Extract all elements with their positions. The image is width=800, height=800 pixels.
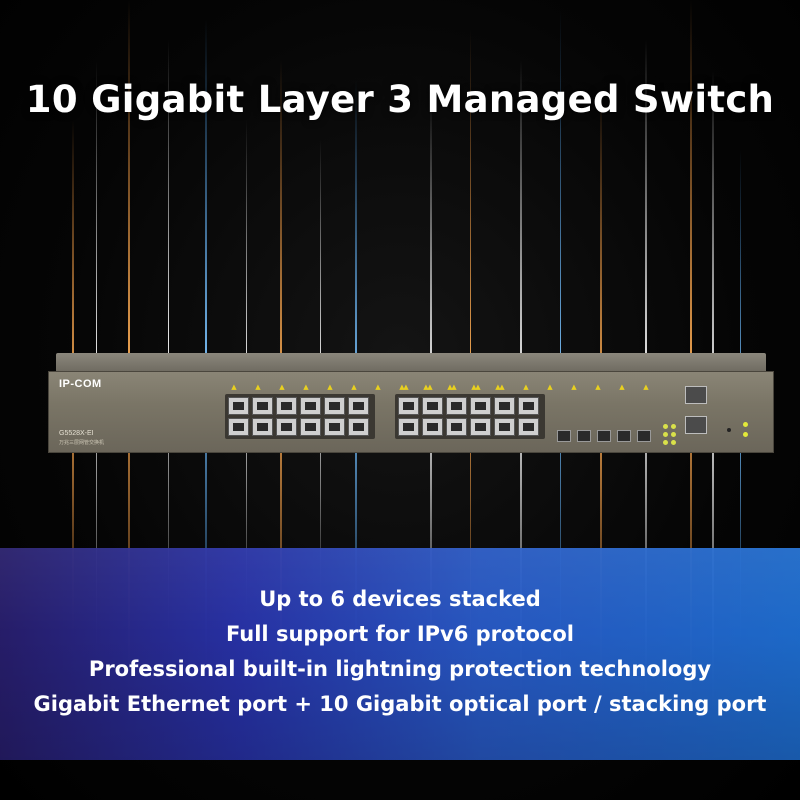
port-led-row-right: ▲▲▲▲▲▲▲▲▲▲▲	[401, 383, 665, 391]
rj45-port-group-left	[225, 394, 375, 439]
led-icon: ▲	[255, 383, 261, 391]
sfp-led-group	[663, 424, 683, 445]
led-icon: ▲	[471, 383, 477, 391]
led-icon: ▲	[423, 383, 429, 391]
led-icon: ▲	[447, 383, 453, 391]
led-icon	[663, 424, 668, 429]
model-sublabel: 万兆三层网管交换机	[59, 440, 105, 446]
sfp-port	[637, 430, 651, 442]
led-icon: ▲	[403, 383, 409, 391]
rj45-port	[398, 418, 419, 436]
led-icon: ▲	[351, 383, 357, 391]
led-icon: ▲	[619, 383, 625, 391]
rj45-port	[494, 397, 515, 415]
rj45-port	[470, 397, 491, 415]
led-icon: ▲	[327, 383, 333, 391]
feature-item: Full support for IPv6 protocol	[225, 622, 574, 646]
port-led-row-left: ▲▲▲▲▲▲▲▲▲▲▲▲	[229, 383, 517, 391]
led-icon: ▲	[643, 383, 649, 391]
rj45-port	[228, 397, 249, 415]
led-icon	[671, 424, 676, 429]
led-icon: ▲	[547, 383, 553, 391]
reset-button	[727, 428, 731, 432]
rj45-port	[276, 418, 297, 436]
rj45-port	[276, 397, 297, 415]
rj45-port	[300, 397, 321, 415]
rj45-port	[252, 418, 273, 436]
console-port	[685, 416, 707, 434]
led-icon: ▲	[427, 383, 433, 391]
led-icon	[663, 440, 668, 445]
led-icon: ▲	[375, 383, 381, 391]
rj45-port	[446, 397, 467, 415]
led-icon: ▲	[571, 383, 577, 391]
led-icon: ▲	[279, 383, 285, 391]
page-title: 10 Gigabit Layer 3 Managed Switch	[25, 78, 775, 121]
led-icon: ▲	[499, 383, 505, 391]
feature-item: Professional built-in lightning protecti…	[88, 657, 712, 681]
led-icon: ▲	[523, 383, 529, 391]
led-icon	[663, 432, 668, 437]
rj45-port	[518, 397, 539, 415]
rj45-port	[422, 418, 443, 436]
led-icon: ▲	[475, 383, 481, 391]
sfp-port	[597, 430, 611, 442]
feature-panel	[0, 548, 800, 760]
rj45-port	[446, 418, 467, 436]
sfp-port-group	[557, 430, 651, 442]
rj45-port	[300, 418, 321, 436]
switch-front-panel: IP-COM G5528X-EI 万兆三层网管交换机 ▲▲▲▲▲▲▲▲▲▲▲▲ …	[48, 371, 774, 453]
led-icon: ▲	[451, 383, 457, 391]
sfp-port	[577, 430, 591, 442]
led-icon: ▲	[595, 383, 601, 391]
rj45-port	[470, 418, 491, 436]
led-icon: ▲	[399, 383, 405, 391]
rj45-port	[422, 397, 443, 415]
feature-item: Up to 6 devices stacked	[259, 587, 541, 611]
power-led-icon	[743, 432, 748, 437]
mgmt-port	[685, 386, 707, 404]
rj45-port	[228, 418, 249, 436]
sfp-port	[557, 430, 571, 442]
led-icon: ▲	[495, 383, 501, 391]
rj45-port	[494, 418, 515, 436]
led-icon	[671, 440, 676, 445]
rj45-port	[348, 397, 369, 415]
rj45-port	[398, 397, 419, 415]
rj45-port	[324, 397, 345, 415]
brand-logo: IP-COM	[59, 378, 102, 390]
model-label: G5528X-EI	[59, 430, 94, 437]
feature-item: Gigabit Ethernet port + 10 Gigabit optic…	[33, 692, 767, 716]
rj45-port-group-right	[395, 394, 545, 439]
switch-chassis-top	[56, 353, 766, 373]
rj45-port	[518, 418, 539, 436]
network-switch-device: IP-COM G5528X-EI 万兆三层网管交换机 ▲▲▲▲▲▲▲▲▲▲▲▲ …	[48, 353, 774, 453]
sys-led-icon	[743, 422, 748, 427]
led-icon: ▲	[303, 383, 309, 391]
feature-list: Up to 6 devices stacked Full support for…	[0, 582, 800, 722]
led-icon	[671, 432, 676, 437]
rj45-port	[324, 418, 345, 436]
sfp-port	[617, 430, 631, 442]
rj45-port	[348, 418, 369, 436]
feature-panel-overlay	[0, 548, 800, 760]
led-icon: ▲	[231, 383, 237, 391]
rj45-port	[252, 397, 273, 415]
